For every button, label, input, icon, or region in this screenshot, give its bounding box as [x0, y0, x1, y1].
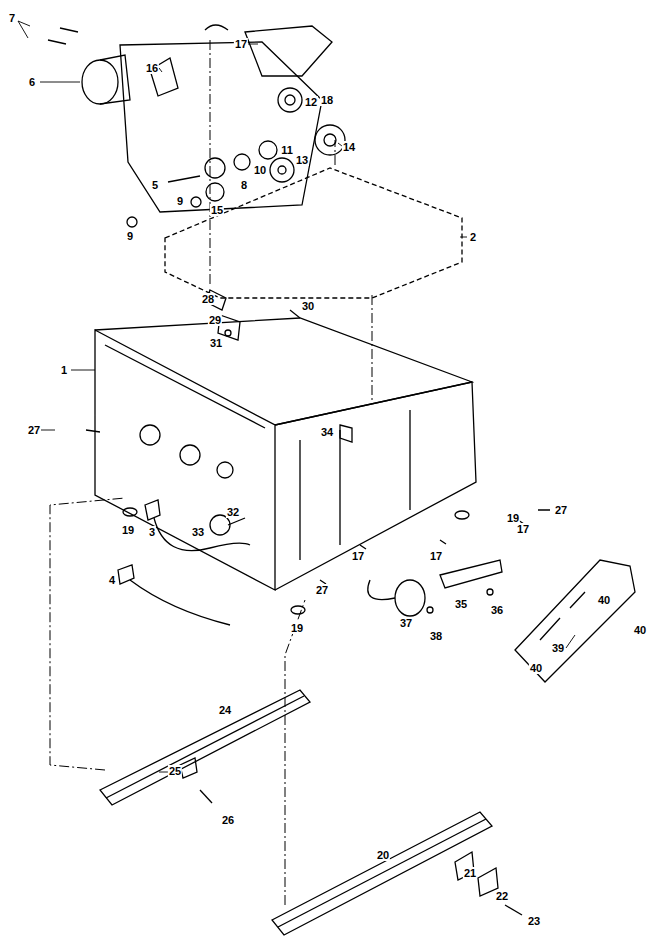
callout-number: 17: [234, 38, 248, 50]
right-rail: [272, 812, 522, 935]
callout-number: 39: [551, 642, 565, 654]
callout-number: 14: [342, 141, 356, 153]
callout-number: 40: [597, 594, 611, 606]
callout-number: 1: [60, 364, 68, 376]
callout-number: 28: [201, 293, 215, 305]
callout-number: 4: [108, 574, 116, 586]
circuit-board: [165, 168, 462, 298]
callout-number: 35: [454, 598, 468, 610]
callout-number: 33: [191, 526, 205, 538]
callout-number: 20: [376, 849, 390, 861]
callout-number: 21: [463, 867, 477, 879]
callout-number: 16: [145, 62, 159, 74]
callout-number: 17: [429, 550, 443, 562]
callout-number: 36: [490, 604, 504, 616]
callout-number: 31: [209, 337, 223, 349]
small-parts: [86, 430, 550, 625]
callout-number: 12: [304, 96, 318, 108]
callout-number: 29: [208, 314, 222, 326]
callout-number: 2: [469, 231, 477, 243]
callout-number: 7: [8, 12, 16, 24]
callout-number: 27: [315, 584, 329, 596]
callout-number: 10: [253, 164, 267, 176]
alignment-lines: [50, 40, 372, 905]
main-chassis: [95, 290, 476, 590]
callout-number: 11: [280, 144, 294, 156]
callout-number: 17: [516, 523, 530, 535]
callout-number: 27: [27, 424, 41, 436]
callout-number: 24: [218, 704, 232, 716]
callout-number: 19: [121, 524, 135, 536]
callout-number: 40: [529, 662, 543, 674]
leader-lines: [18, 21, 575, 772]
callout-number: 3: [148, 526, 156, 538]
left-rail: [100, 690, 310, 805]
callout-number: 23: [527, 915, 541, 927]
motor-assembly: [48, 25, 345, 227]
callout-number: 30: [301, 300, 315, 312]
callout-number: 37: [399, 617, 413, 629]
callout-number: 34: [320, 426, 334, 438]
callout-number: 15: [210, 204, 224, 216]
callout-number: 9: [126, 230, 134, 242]
callout-number: 40: [633, 624, 647, 636]
side-plate: [515, 560, 635, 682]
callout-number: 13: [295, 154, 309, 166]
callout-number: 25: [168, 765, 182, 777]
callout-number: 27: [554, 504, 568, 516]
callout-number: 19: [290, 622, 304, 634]
callout-number: 17: [351, 550, 365, 562]
callout-number: 26: [221, 814, 235, 826]
callout-number: 5: [151, 179, 159, 191]
callout-number: 9: [176, 195, 184, 207]
callout-number: 32: [226, 506, 240, 518]
callout-number: 6: [28, 76, 36, 88]
callout-number: 38: [429, 630, 443, 642]
callout-number: 8: [240, 179, 248, 191]
callout-number: 22: [495, 890, 509, 902]
callout-number: 18: [320, 94, 334, 106]
side-plate-detail: [540, 592, 585, 640]
